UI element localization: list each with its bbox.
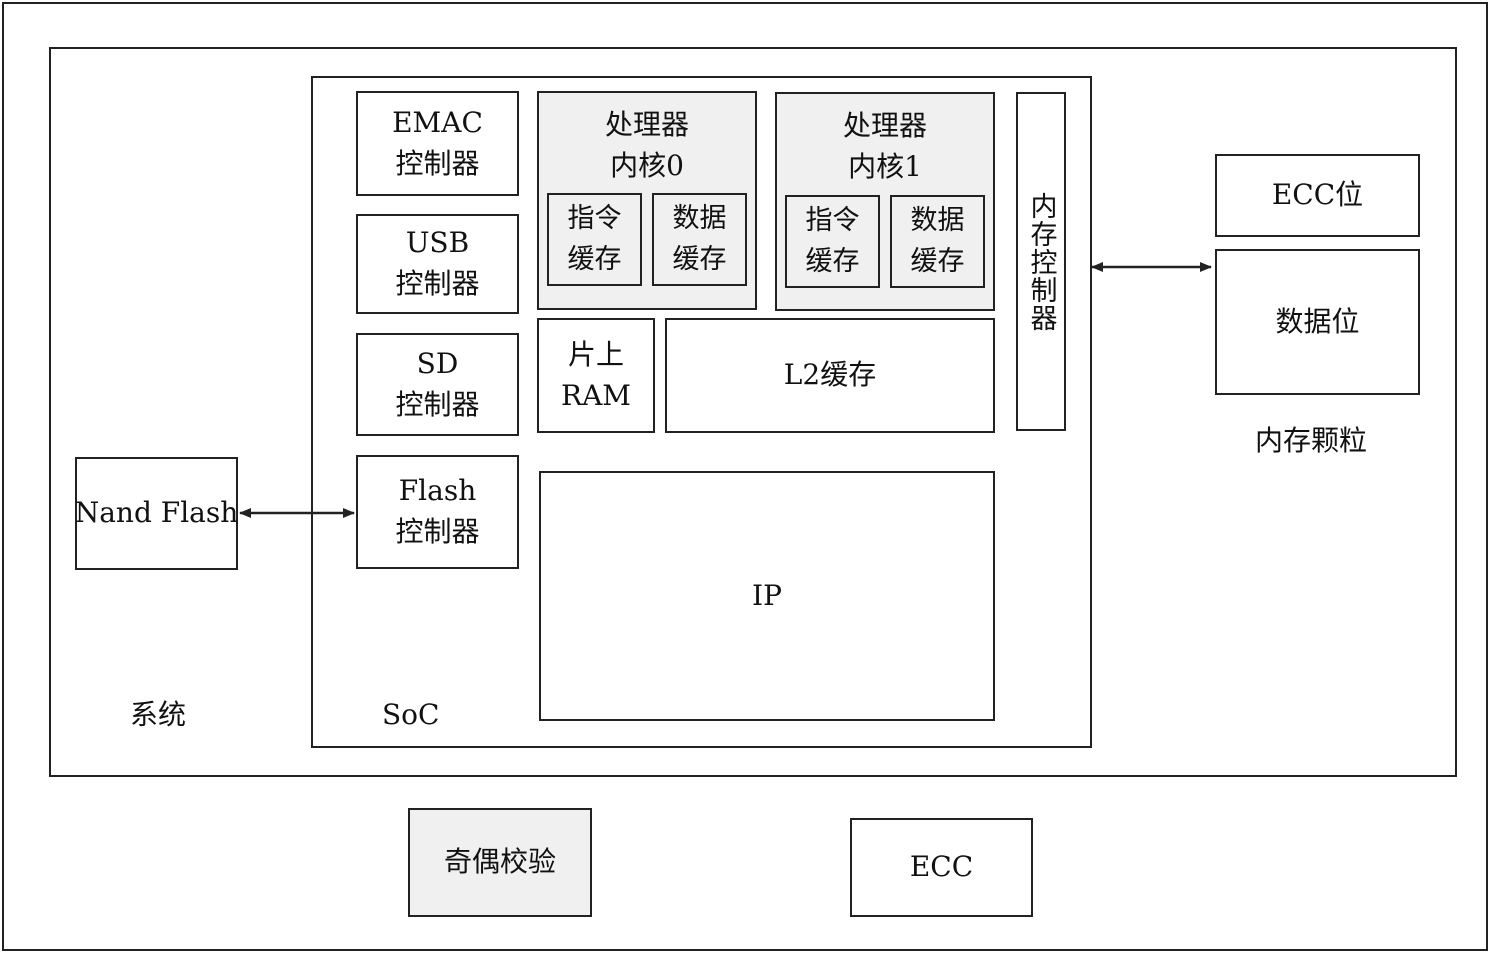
nand-flash-box: Nand Flash [75, 457, 238, 570]
data-bits-label: 数据位 [1275, 304, 1360, 338]
core1-data-cache-box: 数据 缓存 [890, 195, 985, 288]
core0-data-cache-line1: 数据 [672, 203, 727, 234]
onchip-ram-box: 片上 RAM [537, 318, 655, 433]
emac-controller-box: EMAC 控制器 [356, 91, 519, 196]
core1-instruction-cache-line2: 缓存 [805, 245, 860, 277]
usb-controller-line1: USB [405, 226, 470, 260]
memory-controller-label: 内存控制器 [1025, 191, 1057, 332]
system-label: 系统 [130, 698, 187, 731]
processor-core1-line2: 内核1 [848, 149, 922, 183]
ecc-bits-box: ECC位 [1215, 154, 1420, 237]
core1-data-cache-line2: 缓存 [910, 245, 965, 277]
sd-controller-line1: SD [416, 346, 459, 380]
onchip-ram-line1: 片上 [567, 337, 624, 371]
emac-controller-line1: EMAC [392, 105, 483, 139]
ip-label: IP [752, 578, 782, 612]
processor-core0-line2: 内核0 [610, 148, 684, 182]
ecc-legend-label: ECC [909, 850, 974, 884]
processor-core0-line1: 处理器 [604, 108, 689, 141]
core0-instruction-cache-box: 指令 缓存 [547, 193, 642, 286]
nand-flash-label: Nand Flash [74, 496, 239, 530]
flash-controller-line1: Flash [398, 474, 477, 508]
core1-instruction-cache-line1: 指令 [805, 205, 860, 236]
l2-cache-box: L2缓存 [665, 318, 995, 433]
usb-controller-line2: 控制器 [395, 267, 480, 300]
core0-instruction-cache-line2: 缓存 [567, 243, 622, 275]
emac-controller-line2: 控制器 [395, 146, 480, 180]
onchip-ram-line2: RAM [561, 378, 631, 412]
ecc-bits-label: ECC位 [1271, 178, 1364, 212]
core0-data-cache-line2: 缓存 [672, 243, 727, 275]
usb-controller-box: USB 控制器 [356, 214, 519, 314]
sd-controller-box: SD 控制器 [356, 333, 519, 436]
ip-box: IP [539, 471, 995, 721]
sd-controller-line2: 控制器 [395, 387, 480, 421]
core1-data-cache-line1: 数据 [910, 205, 965, 236]
core0-data-cache-box: 数据 缓存 [652, 193, 747, 286]
flash-controller-box: Flash 控制器 [356, 455, 519, 569]
core1-instruction-cache-box: 指令 缓存 [785, 195, 880, 288]
core0-instruction-cache-line1: 指令 [567, 203, 622, 234]
memory-chip-label: 内存颗粒 [1255, 424, 1368, 457]
memory-controller-box: 内存控制器 [1016, 92, 1066, 431]
parity-legend-label: 奇偶校验 [443, 845, 556, 879]
soc-label: SoC [382, 698, 440, 731]
processor-core1-line1: 处理器 [842, 109, 927, 142]
data-bits-box: 数据位 [1215, 249, 1420, 395]
l2-cache-label: L2缓存 [783, 358, 877, 392]
ecc-legend-box: ECC [850, 818, 1033, 917]
flash-controller-line2: 控制器 [395, 515, 480, 548]
parity-legend-box: 奇偶校验 [408, 808, 592, 917]
